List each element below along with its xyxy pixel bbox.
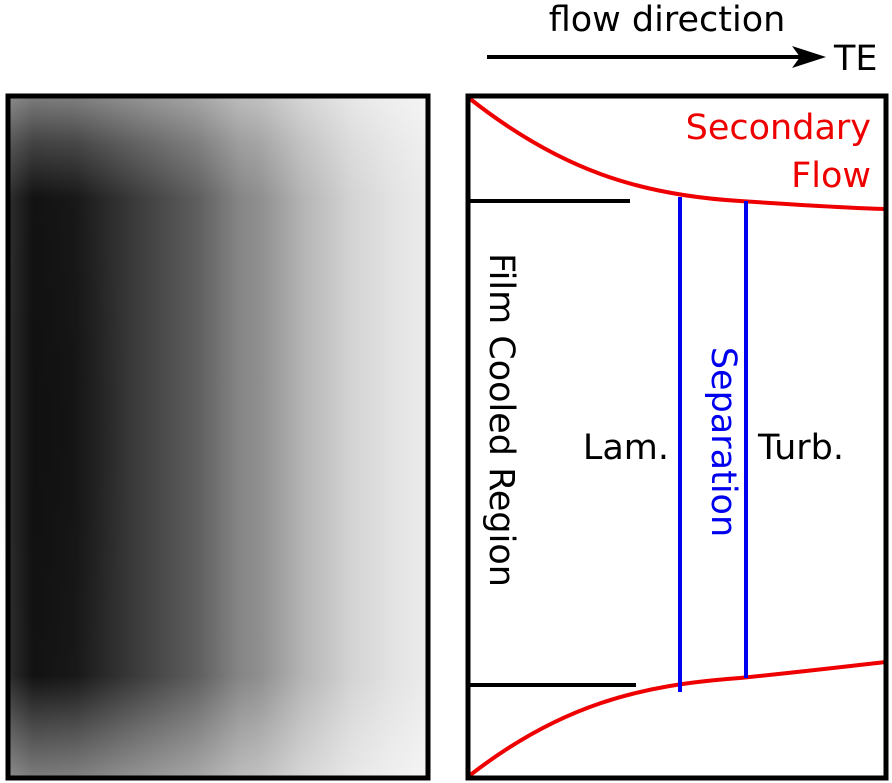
secondary-flow-label-line2: Flow: [791, 156, 871, 196]
turbulent-label: Turb.: [757, 428, 844, 468]
secondary-flow-lower-curve: [467, 660, 887, 778]
schematic-panel: [465, 93, 889, 781]
separation-label: Separation: [703, 347, 743, 537]
laminar-label: Lam.: [583, 428, 669, 468]
secondary-flow-label-line1: Secondary: [686, 108, 871, 148]
film-cooled-region-label: Film Cooled Region: [481, 253, 521, 587]
secondary-flow-upper-curve: [467, 96, 887, 211]
flow-direction-label: flow direction: [549, 0, 786, 40]
flow-direction-arrow: [487, 46, 826, 68]
surface-image-panel: [0, 93, 431, 781]
te-label: TE: [833, 39, 878, 79]
